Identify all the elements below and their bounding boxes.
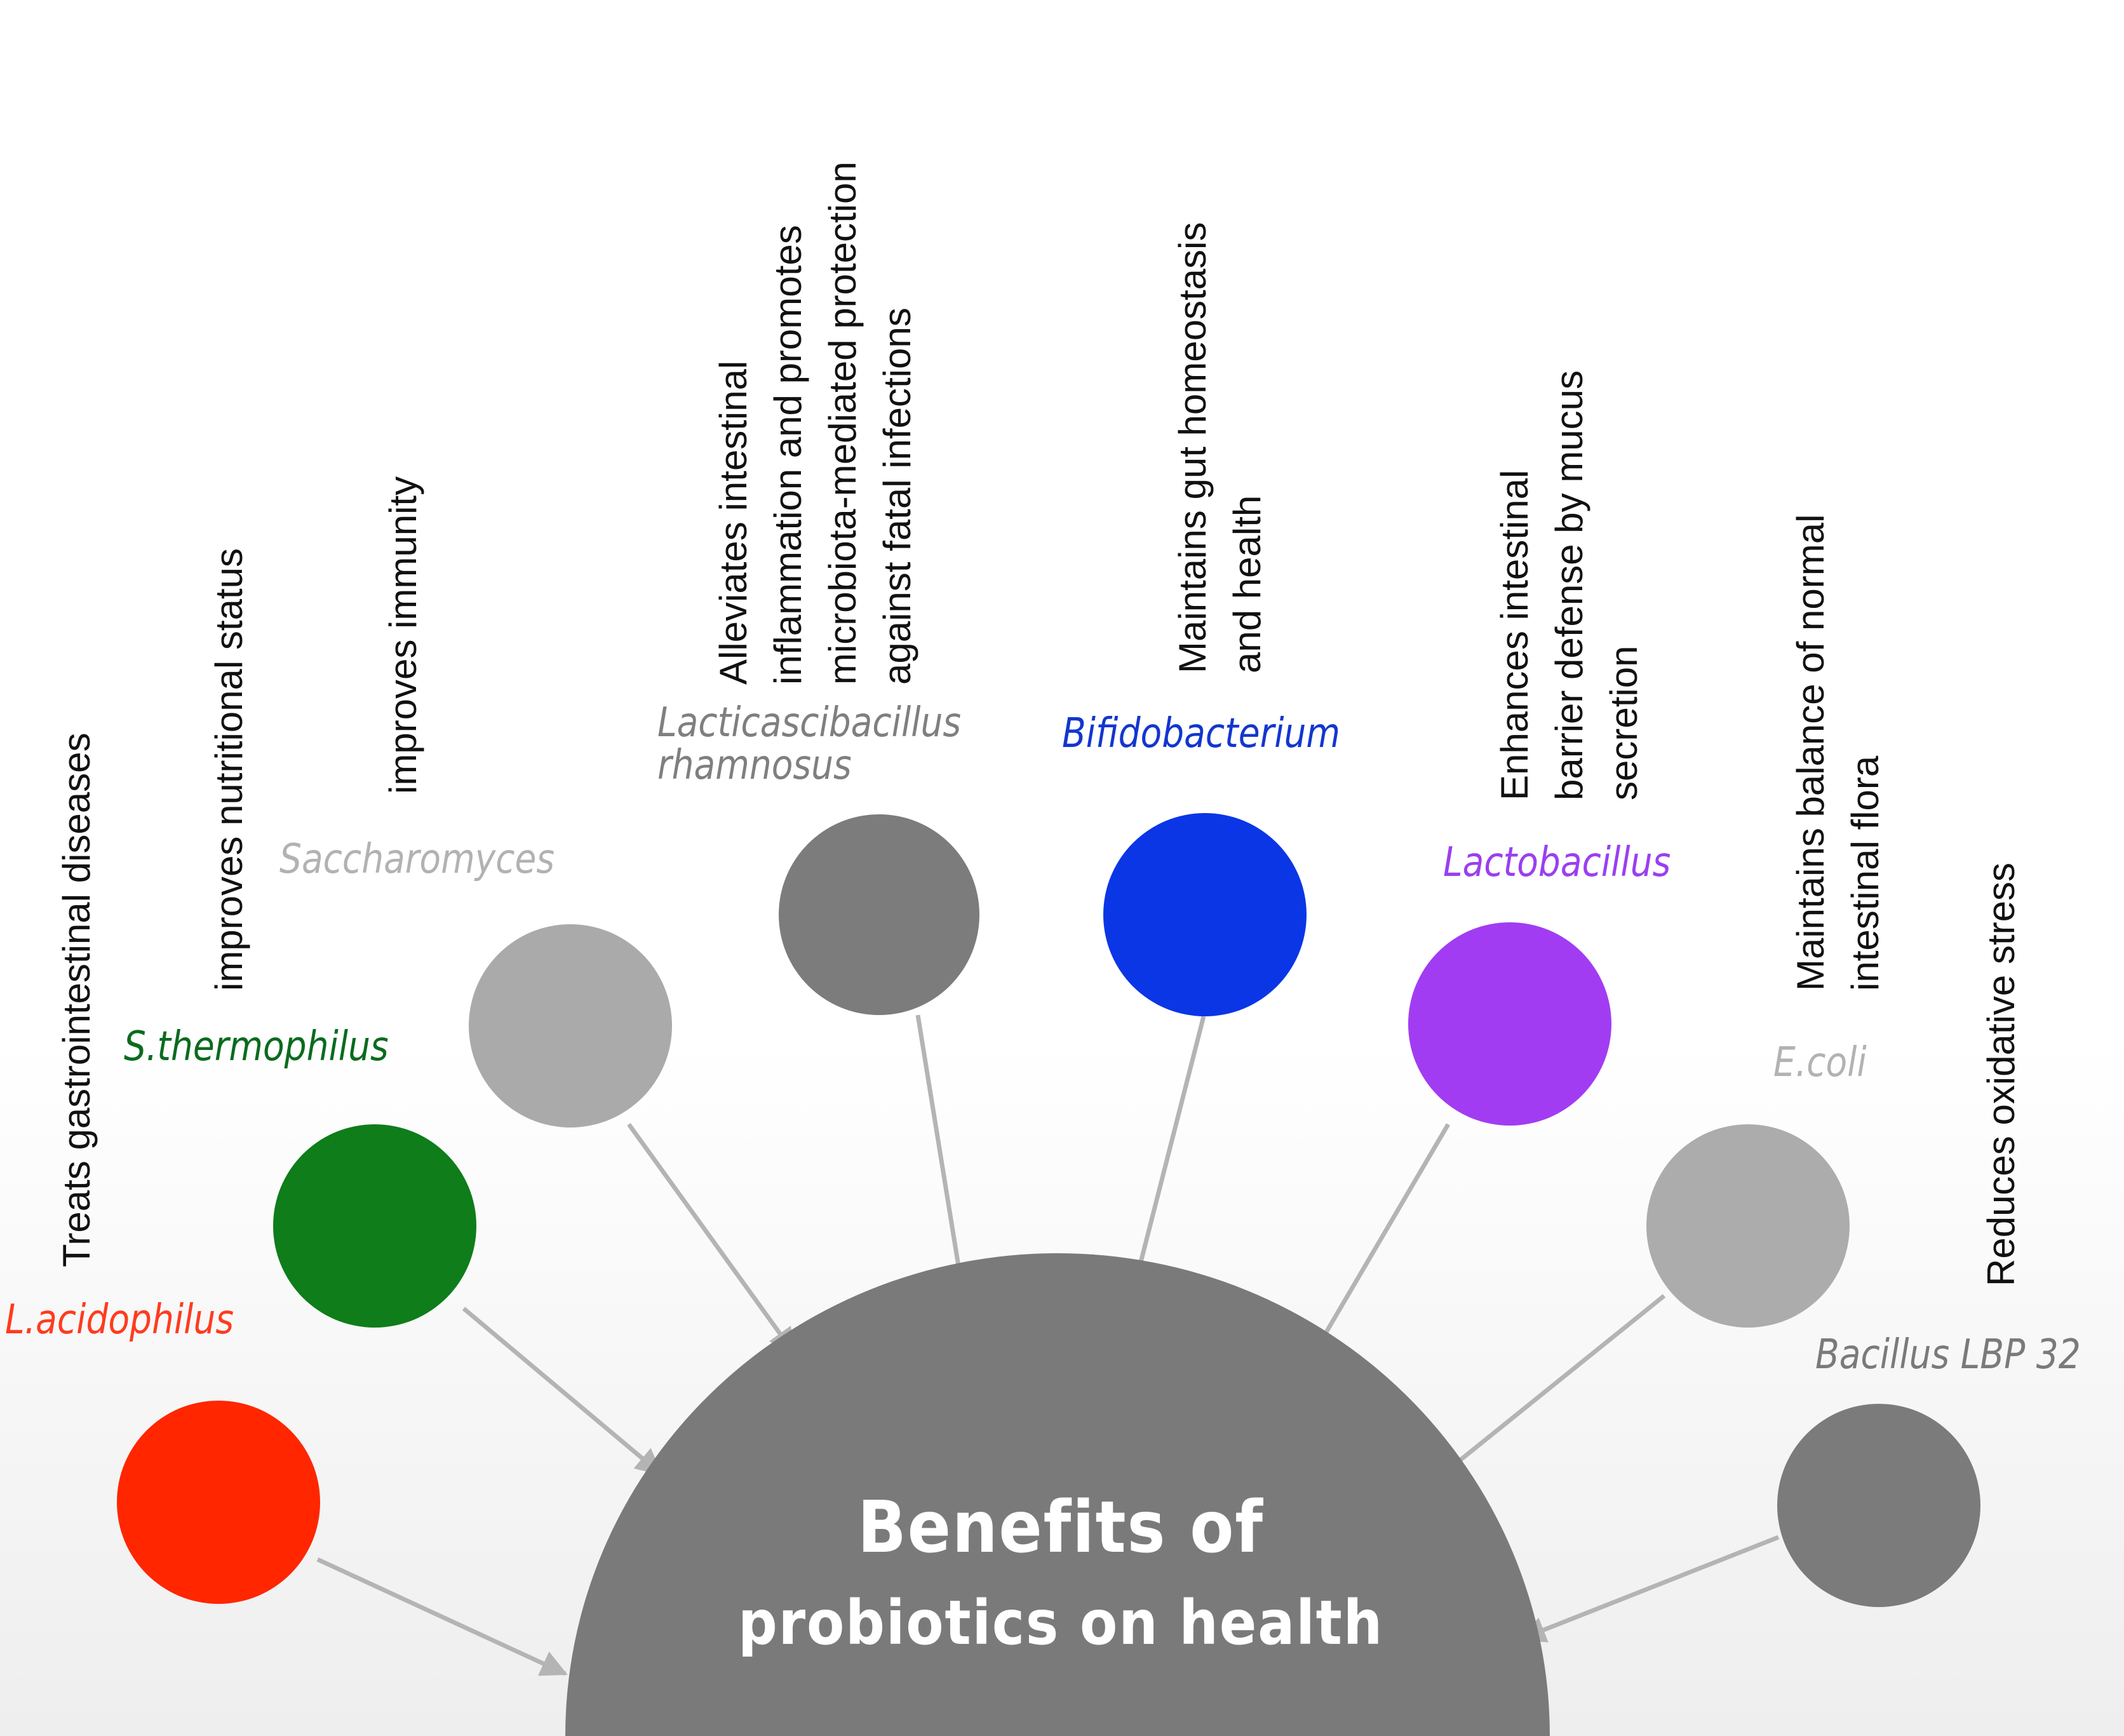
arrow-3 — [915, 1014, 972, 1293]
benefit-label-line: Maintains gut homeostasis — [1171, 222, 1214, 673]
benefit-label-line: Alleviates intestinal — [712, 360, 755, 685]
arrow-6 — [1433, 1294, 1666, 1482]
hub-title-line1: Benefits of — [857, 1486, 1264, 1569]
probiotic-node-3 — [779, 814, 979, 1015]
benefit-label-line: inflammation and promotes — [767, 225, 809, 685]
species-label-6: E.coli — [1773, 1039, 1867, 1086]
species-label-1: S.thermophilus — [124, 1023, 389, 1070]
arrow-2 — [627, 1122, 796, 1356]
probiotic-node-2 — [469, 924, 672, 1127]
species-label-5: Lactobacillus — [1443, 839, 1671, 886]
benefit-label-line: Reduces oxidative stress — [1980, 863, 2022, 1286]
arrow-7 — [1519, 1535, 1780, 1643]
benefit-label-0: Treats gastrointestinal diseases — [50, 732, 104, 1267]
benefit-label-5: Enhances intestinal barrier defense by mu… — [1488, 370, 1651, 800]
probiotic-node-1 — [273, 1124, 476, 1328]
arrow-5 — [1306, 1123, 1451, 1365]
benefit-label-line: secretion — [1603, 645, 1645, 800]
benefit-label-1: improves nutritional status — [202, 548, 257, 991]
species-label-line: E.coli — [1773, 1039, 1867, 1086]
species-label-0: L.acidophilus — [5, 1296, 234, 1343]
species-label-line: Lacticascibacillus — [657, 699, 962, 746]
benefit-label-line: microbiota-mediated protection — [821, 161, 864, 685]
benefit-label-line: improves nutritional status — [208, 548, 250, 991]
probiotic-node-5 — [1408, 922, 1611, 1126]
probiotic-node-7 — [1777, 1404, 1980, 1607]
benefit-label-line: barrier defense by mucus — [1548, 370, 1590, 800]
species-label-line: S.thermophilus — [124, 1023, 389, 1070]
benefit-label-line: against fatal infections — [876, 307, 918, 685]
nodes-group — [117, 813, 1980, 1607]
species-label-line: Bacillus LBP 32 — [1815, 1331, 2081, 1378]
hub-semicircle — [565, 1253, 1550, 1736]
benefit-label-3: Alleviates intestinal inflammation and pr… — [706, 161, 925, 685]
arrows-group — [316, 1014, 1780, 1676]
benefit-label-line: Treats gastrointestinal diseases — [55, 732, 98, 1267]
species-label-line: Saccharomyces — [279, 836, 555, 883]
probiotic-node-6 — [1646, 1124, 1850, 1328]
benefit-label-6: Maintains balance of normal intestinal fl… — [1784, 515, 1893, 991]
species-label-line: rhamnosus — [657, 742, 852, 790]
arrow-0 — [316, 1557, 568, 1676]
benefit-label-4: Maintains gut homeostasis and health — [1166, 222, 1275, 673]
species-label-7: Bacillus LBP 32 — [1815, 1331, 2081, 1378]
benefit-label-line: intestinal flora — [1844, 755, 1886, 991]
benefit-label-line: improves immunity — [382, 476, 424, 794]
species-label-4: Bifidobacterium — [1062, 710, 1341, 757]
probiotic-node-0 — [117, 1401, 320, 1604]
benefit-label-7: Reduces oxidative stress — [1974, 863, 2029, 1286]
species-label-line: L.acidophilus — [5, 1296, 234, 1343]
species-label-line: Bifidobacterium — [1062, 710, 1341, 757]
benefit-label-line: Maintains balance of normal — [1789, 514, 1832, 991]
probiotic-node-4 — [1103, 813, 1307, 1016]
hub-title-line2: probiotics on health — [737, 1587, 1384, 1659]
species-label-2: Saccharomyces — [279, 838, 555, 881]
arrow-4 — [1127, 1016, 1206, 1293]
benefit-label-2: improves immunity — [376, 476, 431, 794]
species-label-line: Lactobacillus — [1443, 839, 1671, 886]
benefit-label-line: Enhances intestinal — [1493, 469, 1536, 800]
arrow-1 — [462, 1307, 663, 1476]
benefit-label-line: and health — [1226, 495, 1268, 673]
hub-title: Benefits of probiotics on health — [610, 1480, 1512, 1671]
